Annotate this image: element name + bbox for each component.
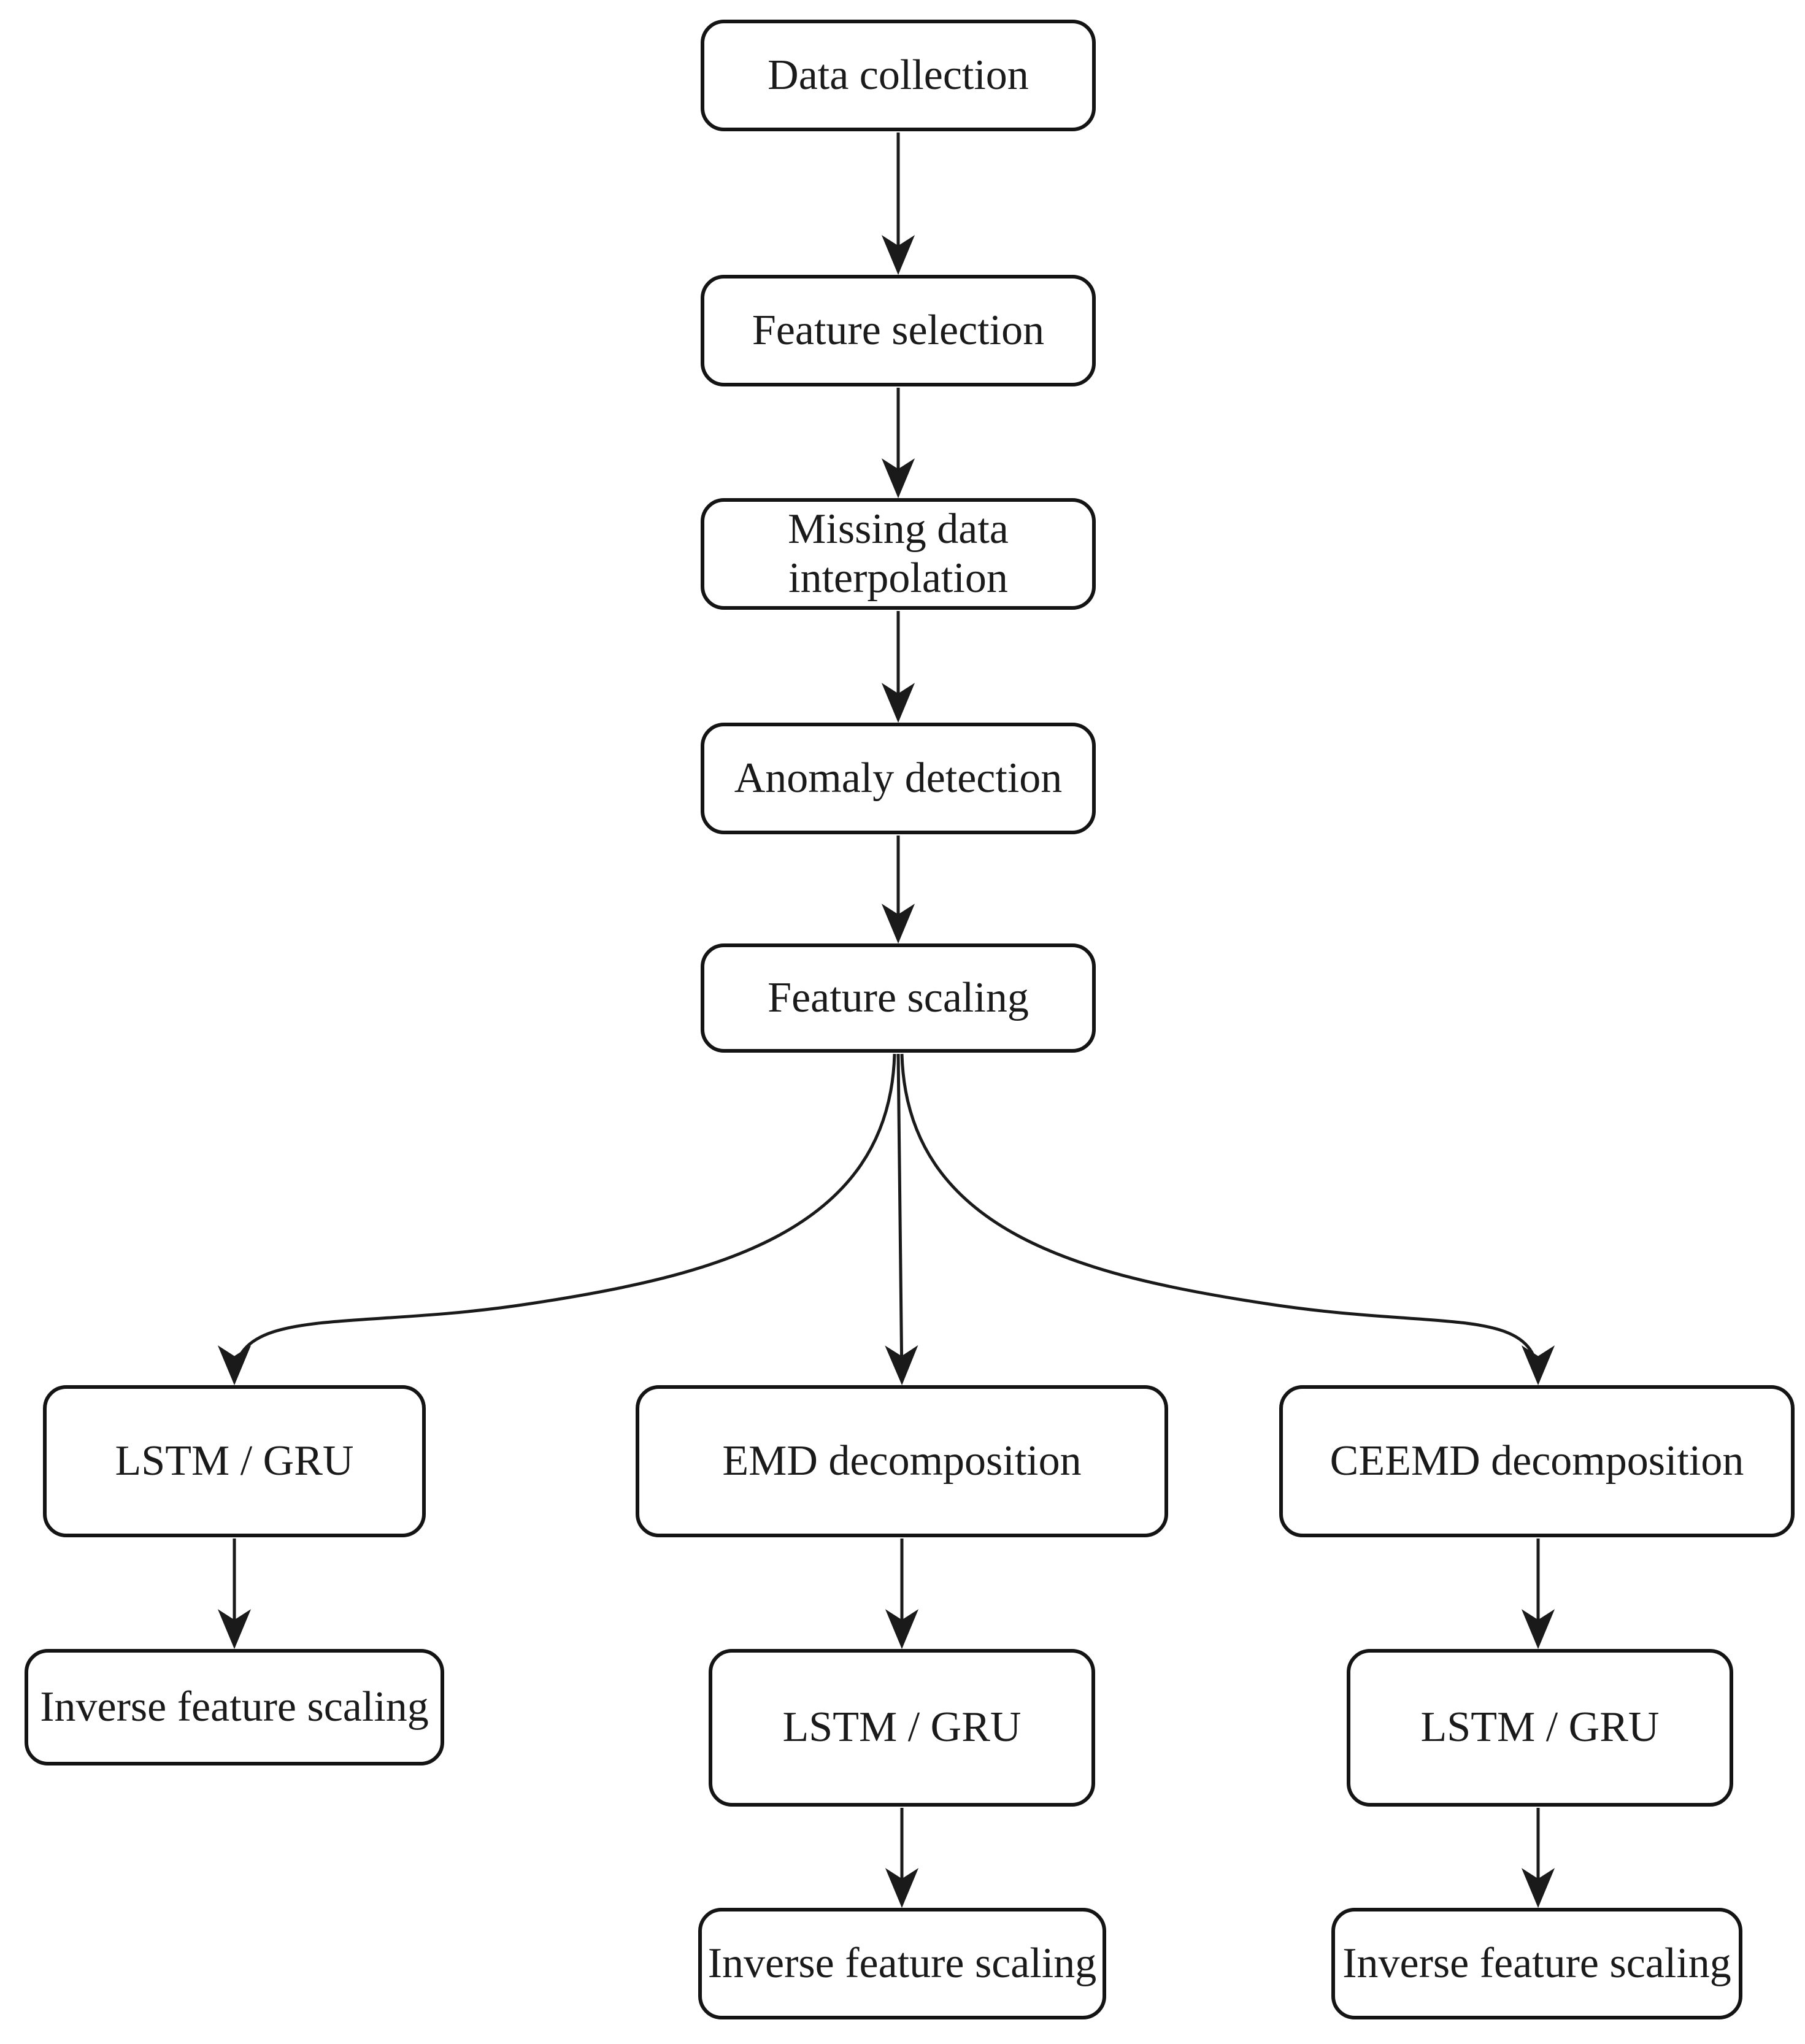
node-label: Feature scaling (768, 974, 1029, 1021)
node-label: EMD decomposition (722, 1437, 1082, 1485)
node-label: LSTM / GRU (1420, 1704, 1660, 1751)
node-label: Data collection (768, 51, 1029, 99)
node-ceemd-decomposition: CEEMD decomposition (1279, 1385, 1795, 1537)
node-label: Missing data interpolation (788, 505, 1009, 602)
node-label: Inverse feature scaling (40, 1683, 429, 1731)
node-lstm-gru-right: LSTM / GRU (1347, 1649, 1733, 1807)
node-lstm-gru-left: LSTM / GRU (43, 1385, 426, 1537)
node-label: CEEMD decomposition (1330, 1437, 1744, 1485)
node-label: LSTM / GRU (782, 1704, 1022, 1751)
node-feature-selection: Feature selection (701, 275, 1096, 386)
node-emd-decomposition: EMD decomposition (636, 1385, 1168, 1537)
node-label: Inverse feature scaling (707, 1939, 1097, 1987)
node-feature-scaling: Feature scaling (701, 943, 1096, 1053)
node-missing-data-interpolation: Missing data interpolation (701, 498, 1096, 610)
node-lstm-gru-middle: LSTM / GRU (709, 1649, 1095, 1807)
node-label: Inverse feature scaling (1342, 1939, 1731, 1987)
edge-feature-scaling-to-lstm-gru-left (218, 1053, 896, 1386)
node-inverse-feature-scaling-middle: Inverse feature scaling (698, 1908, 1106, 2019)
node-label: Anomaly detection (734, 754, 1063, 802)
node-inverse-feature-scaling-right: Inverse feature scaling (1331, 1908, 1742, 2019)
edge-feature-scaling-to-emd (885, 1053, 918, 1386)
node-anomaly-detection: Anomaly detection (701, 723, 1096, 834)
node-label: LSTM / GRU (115, 1437, 354, 1485)
node-data-collection: Data collection (701, 20, 1096, 131)
node-inverse-feature-scaling-left: Inverse feature scaling (25, 1649, 444, 1765)
node-label: Feature selection (752, 306, 1045, 354)
edge-feature-scaling-to-ceemd (900, 1053, 1555, 1386)
